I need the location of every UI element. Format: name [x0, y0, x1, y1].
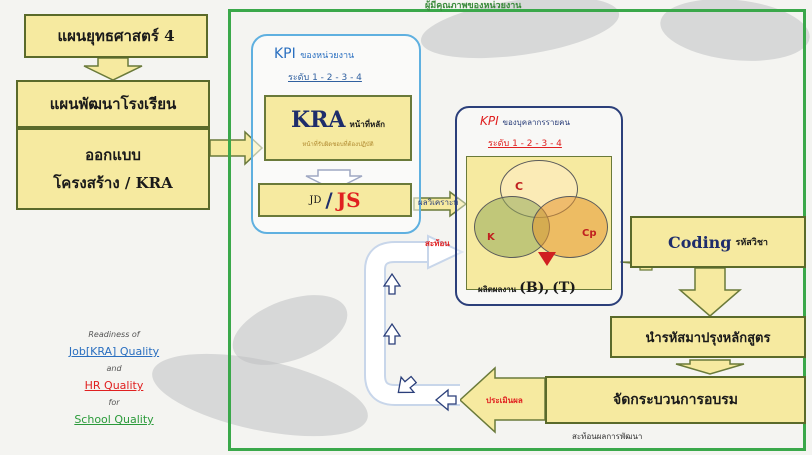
kpi-org-suffix: ของหน่วยงาน	[300, 51, 355, 61]
kpi-person-suffix: ของบุคลากรรายคน	[502, 118, 570, 127]
design-structure-box: ออกแบบ โครงสร้าง / KRA	[16, 128, 210, 210]
legend-hr: HR Quality	[84, 379, 144, 392]
red-down-arrow-icon	[538, 252, 556, 266]
kpi-org-title: KPI ของหน่วยงาน	[274, 46, 354, 62]
design-label-1: ออกแบบ	[85, 146, 141, 164]
jd-label: JD	[309, 194, 322, 206]
curriculum-label: นำรหัสมาปรุงหลักสูตร	[645, 330, 771, 346]
curriculum-box: นำรหัสมาปรุงหลักสูตร	[610, 316, 806, 358]
legend-and: and	[106, 364, 122, 373]
kpi-person-levels: ระดับ 1 - 2 - 3 - 4	[488, 139, 562, 149]
feedback-label: สะท้อน	[425, 239, 450, 248]
coding-main: Coding	[668, 232, 732, 252]
outcome-label: ผลิตผลงาน (B), (T)	[478, 280, 576, 296]
legend-job: Job[KRA] Quality	[68, 345, 160, 358]
kpi-person-title: KPI ของบุคลากรรายคน	[480, 114, 570, 129]
evaluate-label: ประเมินผล	[484, 394, 525, 407]
frame-top-label: ผู้มีคุณภาพของหน่วยงาน	[425, 1, 522, 11]
school-dev-plan-label: แผนพัฒนาโรงเรียน	[49, 95, 177, 113]
jd-js-box: JD / JS	[258, 183, 412, 217]
loop-corner-arrow	[397, 375, 418, 394]
arrow-down-curriculum	[675, 359, 745, 375]
js-label: JS	[336, 188, 361, 212]
loop-up-arrow	[382, 272, 402, 295]
kpi-person-prefix: KPI	[480, 114, 499, 128]
footer-label: สะท้อนผลการพัฒนา	[572, 432, 643, 441]
training-label: จัดกระบวนการอบรม	[612, 392, 739, 408]
loop-up-arrow	[382, 322, 402, 345]
circle-top-label: C	[515, 180, 524, 193]
kra-box: KRA หน้าที่หลัก หน้าที่รับผิดชอบที่ต้องป…	[264, 95, 412, 161]
coding-box: Coding รหัสวิชา	[630, 216, 806, 268]
outcome-prefix: ผลิตผลงาน	[478, 285, 517, 294]
kpi-org-levels: ระดับ 1 - 2 - 3 - 4	[288, 73, 362, 83]
feedback-arrowhead	[427, 234, 465, 270]
loop-left-arrow	[434, 388, 457, 412]
design-label-2: โครงสร้าง / KRA	[53, 174, 173, 192]
kra-title: KRA หน้าที่หลัก	[291, 107, 385, 133]
legend-readiness: Readiness of	[88, 330, 140, 339]
circle-right-label: Cp	[582, 228, 597, 239]
outcome-b: (B),	[519, 280, 550, 296]
circle-right	[532, 196, 608, 258]
arrow-down-1	[83, 57, 143, 81]
legend-school: School Quality	[74, 413, 154, 426]
legend-for: for	[108, 398, 120, 407]
slash-label: /	[325, 188, 333, 212]
school-dev-plan-box: แผนพัฒนาโรงเรียน	[16, 80, 210, 128]
kra-main: KRA	[290, 107, 346, 133]
strategy-plan-box: แผนยุทธศาสตร์ 4	[24, 14, 208, 58]
kpi-org-prefix: KPI	[274, 46, 296, 62]
kra-note: หน้าที่รับผิดชอบที่ต้องปฏิบัติ	[302, 141, 374, 148]
coding-sub: รหัสวิชา	[735, 238, 768, 248]
circle-left-label: K	[487, 232, 495, 243]
training-box: จัดกระบวนการอบรม	[545, 376, 806, 424]
assess-label: ผลวิเคราะห์	[418, 198, 459, 207]
quality-legend: Readiness of Job[KRA] Quality and HR Qua…	[44, 326, 184, 428]
strategy-plan-label: แผนยุทธศาสตร์ 4	[57, 27, 175, 45]
outcome-t: (T)	[552, 280, 576, 296]
kra-sub: หน้าที่หลัก	[349, 119, 385, 129]
arrow-down-coding	[677, 267, 743, 317]
